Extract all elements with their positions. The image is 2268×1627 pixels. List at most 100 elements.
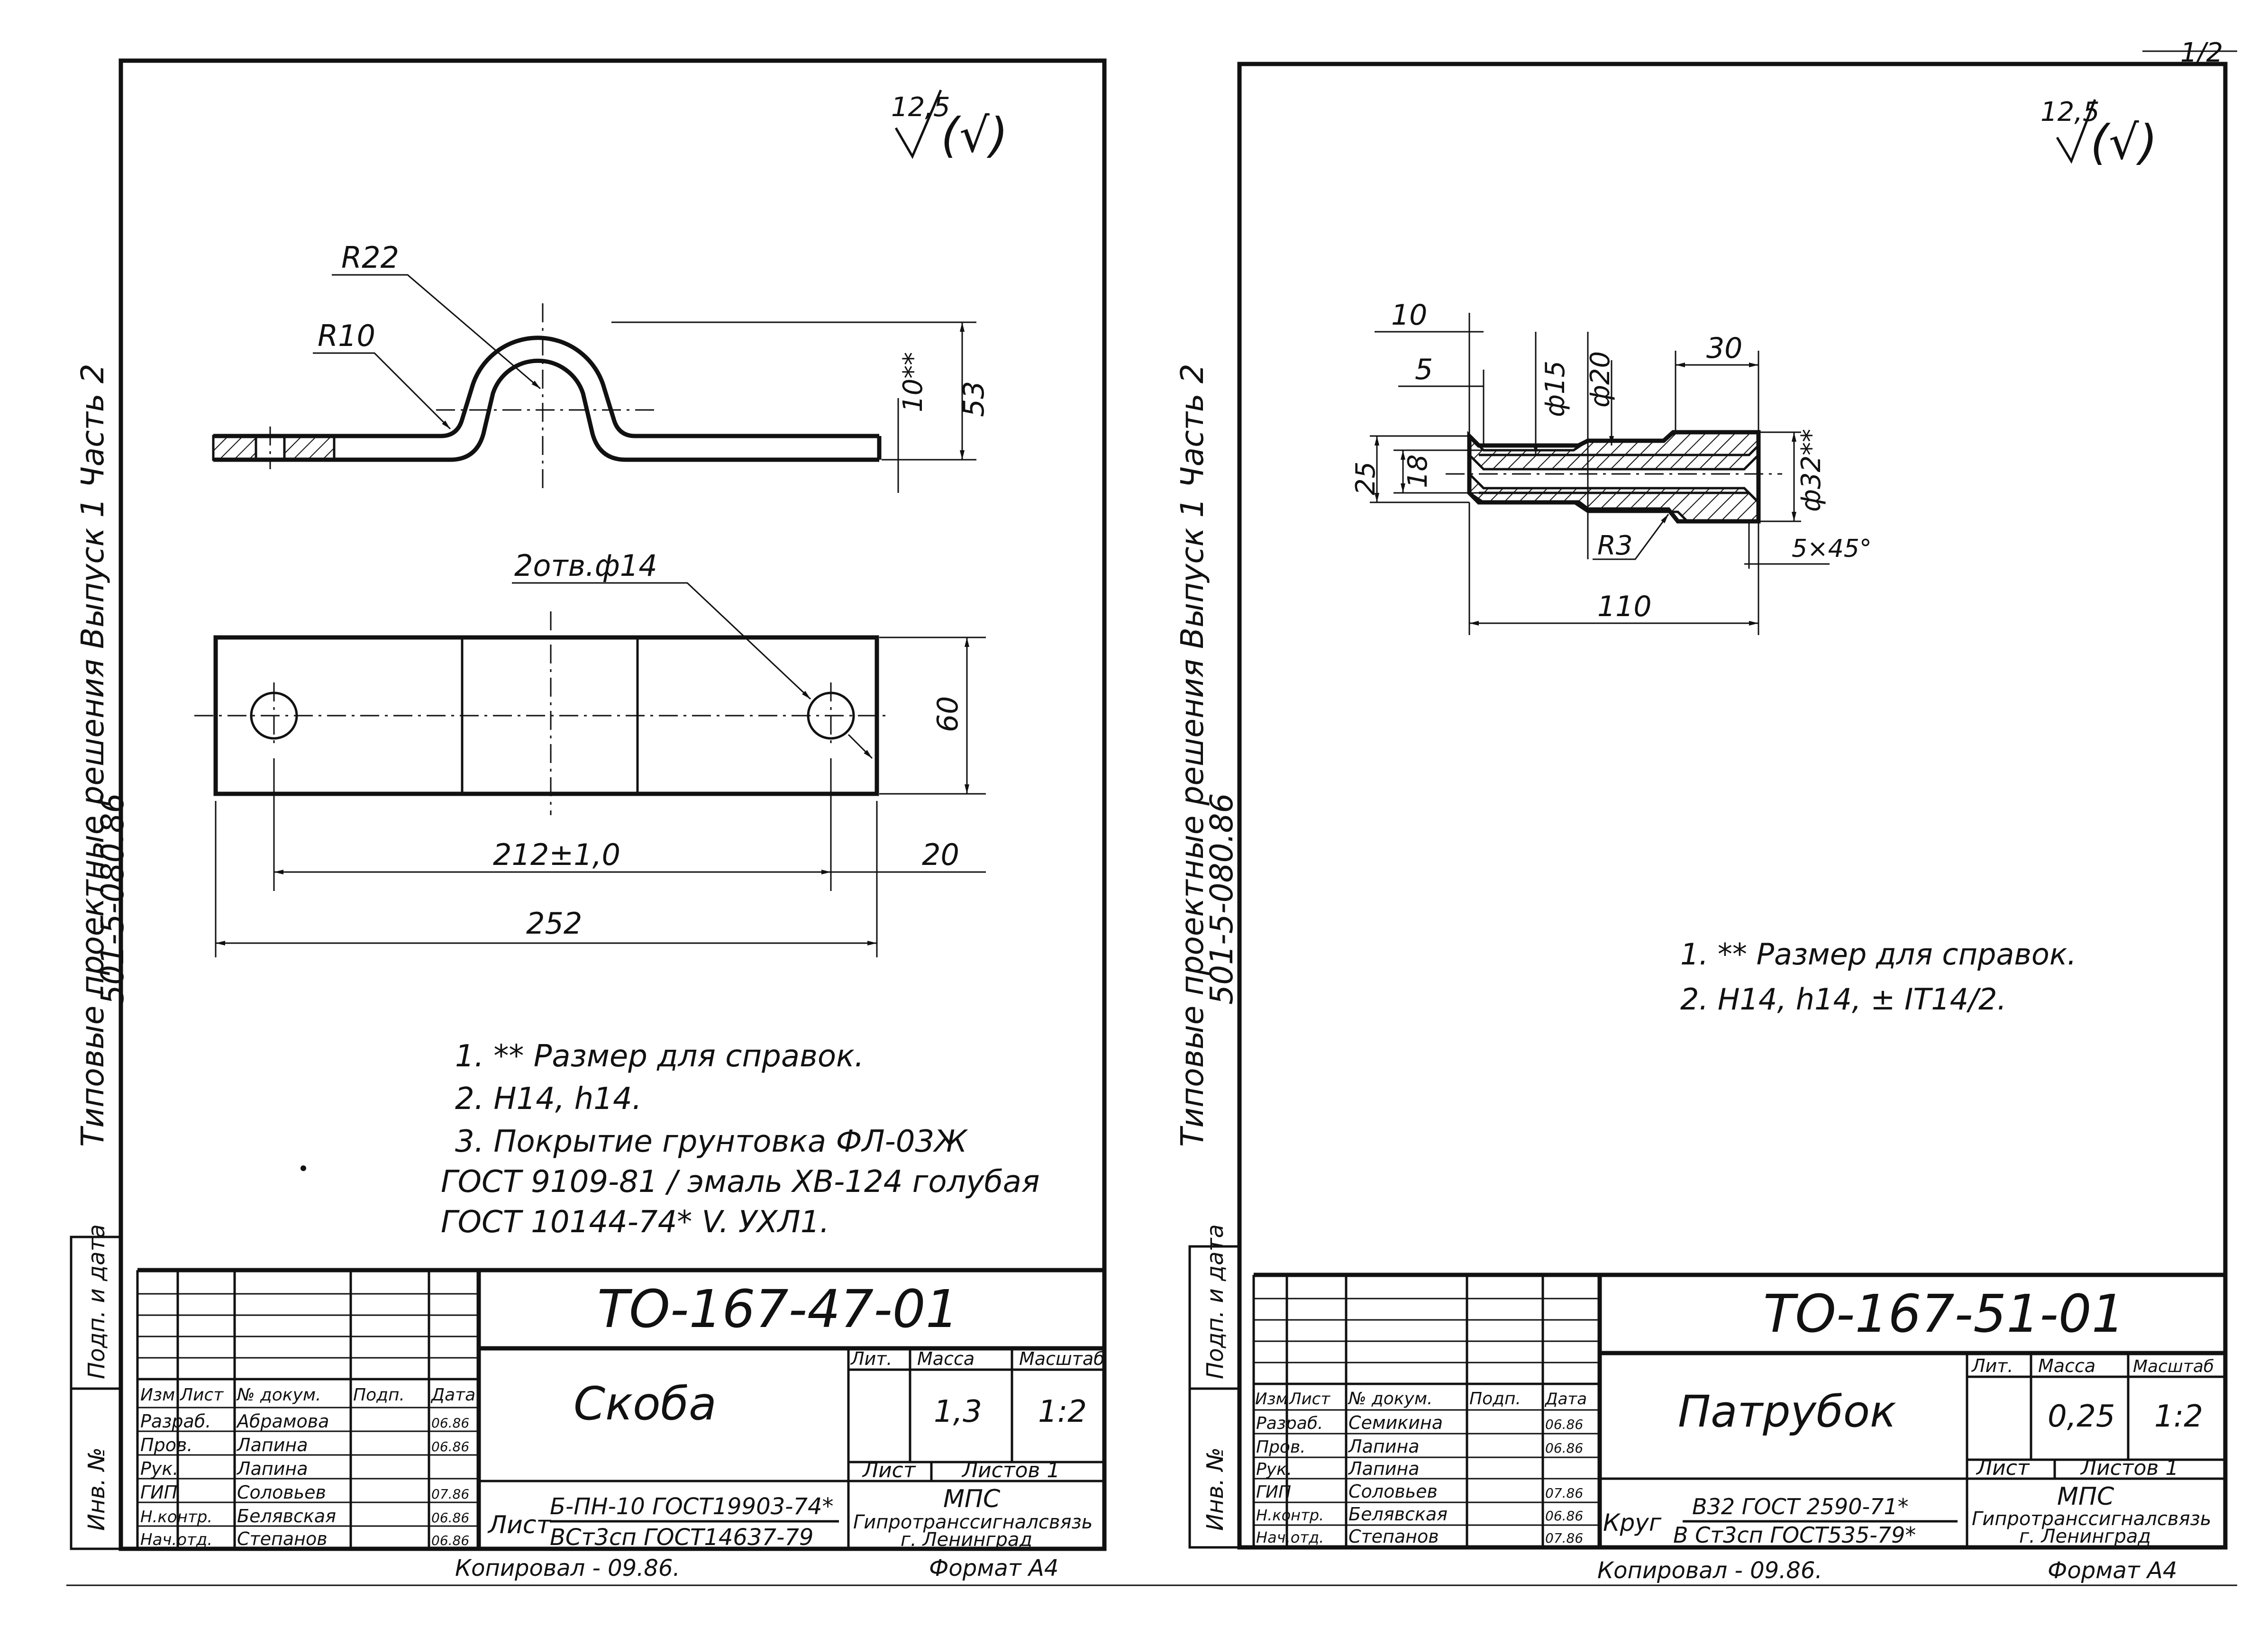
left-side-box [70, 1236, 122, 1550]
note-1: 1. ** Размер для справок. [1680, 937, 2077, 972]
svg-text:Соловьев: Соловьев [237, 1482, 326, 1503]
mass-value: 1,3 [934, 1394, 982, 1429]
material-line2: ВСт3сп ГОСТ14637-79 [550, 1524, 813, 1551]
svg-text:Белявская: Белявская [237, 1506, 336, 1527]
side-label-inv: Инв. № [1202, 1447, 1229, 1531]
svg-text:Белявская: Белявская [1348, 1504, 1448, 1525]
doc-code: ТО-167-51-01 [1763, 1283, 2125, 1344]
svg-text:Разраб.: Разраб. [140, 1411, 211, 1432]
svg-text:№ докум.: № докум. [236, 1385, 321, 1405]
svg-text:г. Ленинград: г. Ленинград [2019, 1526, 2151, 1547]
left-side-box [1188, 1245, 1241, 1549]
note-1: 1. ** Размер для справок. [455, 1039, 864, 1074]
dim-10: 10** [898, 352, 929, 412]
svg-text:Гипротранссигналсвязь: Гипротранссигналсвязь [853, 1511, 1093, 1533]
dim-d20: ф20 [1585, 351, 1616, 408]
dim-25: 25 [1350, 462, 1381, 495]
svg-text:Лапина: Лапина [1348, 1458, 1420, 1479]
sheet-right: Типовые проектные решения Выпуск 1 Часть… [1174, 62, 2228, 1584]
dim-10: 10 [1391, 299, 1427, 332]
dim-252: 252 [526, 906, 582, 941]
svg-text:Лапина: Лапина [236, 1458, 308, 1479]
title-block: Изм Лист № докум. Подп. Дата Разраб. Абр… [136, 1268, 1105, 1551]
svg-text:Масштаб: Масштаб [2133, 1357, 2214, 1376]
svg-text:Круг: Круг [1603, 1509, 1662, 1536]
dim-60: 60 [931, 696, 965, 732]
svg-text:Дата: Дата [430, 1385, 475, 1405]
svg-text:06.86: 06.86 [431, 1533, 469, 1548]
svg-text:Разраб.: Разраб. [1256, 1414, 1323, 1433]
side-stamp-line1: Типовые проектные решения Выпуск 1 Часть… [1174, 364, 1211, 1147]
svg-text:07.86: 07.86 [431, 1486, 469, 1502]
svg-text:Масса: Масса [917, 1348, 975, 1369]
svg-text:Листов 1: Листов 1 [2080, 1456, 2178, 1480]
svg-text:МПС: МПС [943, 1485, 1001, 1513]
pipe-section-view: 10 5 ф15 ф20 30 25 18 ф32** [1350, 299, 1872, 635]
svg-text:06.86: 06.86 [1545, 1508, 1583, 1524]
note-3c: ГОСТ 10144-74* V. УХЛ1. [441, 1205, 829, 1240]
svg-text:Гипротранссигналсвязь: Гипротранссигналсвязь [1972, 1508, 2211, 1530]
svg-text:Нач.отд.: Нач.отд. [1256, 1528, 1324, 1546]
dim-18: 18 [1403, 454, 1433, 488]
part-name: Скоба [574, 1377, 717, 1430]
note-3b: ГОСТ 9109-81 / эмаль ХВ-124 голубая [441, 1164, 1040, 1200]
svg-text:ГИП: ГИП [140, 1482, 177, 1503]
side-stamp-line2: 501-5-080.86 [94, 793, 131, 1005]
notes: 1. ** Размер для справок. 2. Н14, h14, ±… [1680, 937, 2077, 1017]
svg-text:Рук.: Рук. [1256, 1460, 1292, 1479]
svg-text:Лист: Лист [487, 1511, 551, 1539]
svg-text:Подп.: Подп. [353, 1385, 405, 1405]
svg-text:Нач.отд.: Нач.отд. [140, 1530, 212, 1549]
title-block: Изм Лист № докум. Подп. Дата Разраб. Сем… [1252, 1273, 2225, 1548]
svg-text:Дата: Дата [1544, 1390, 1587, 1409]
notes: 1. ** Размер для справок. 2. Н14, h14. 3… [441, 1039, 1040, 1240]
svg-text:06.86: 06.86 [431, 1415, 469, 1431]
bracket-plan-view: 2отв.ф14 60 212±1,0 20 252 [194, 548, 986, 957]
side-stamp-line1: Типовые проектные решения Выпуск 1 Часть… [74, 364, 111, 1147]
side-label-sign-date: Подп. и дата [1202, 1224, 1229, 1379]
dim-5: 5 [1415, 353, 1433, 386]
svg-text:06.86: 06.86 [1545, 1417, 1583, 1432]
note-2: 2. Н14, h14. [455, 1082, 642, 1117]
svg-text:(√): (√) [2090, 115, 2158, 170]
svg-text:Лист: Лист [1288, 1390, 1330, 1409]
svg-text:Пров.: Пров. [140, 1435, 192, 1455]
material-line1: Б-ПН-10 ГОСТ19903-74* [550, 1493, 834, 1520]
dim-53: 53 [957, 381, 991, 417]
format: Формат А4 [2048, 1557, 2177, 1584]
dim-holes: 2отв.ф14 [514, 548, 657, 583]
svg-text:Лист: Лист [1976, 1456, 2030, 1480]
svg-text:Соловьев: Соловьев [1348, 1481, 1438, 1502]
svg-text:06.86: 06.86 [431, 1510, 469, 1526]
svg-text:г. Ленинград: г. Ленинград [901, 1529, 1032, 1551]
roughness-symbol: 12,5 (√) [2040, 97, 2158, 170]
svg-text:Изм: Изм [140, 1385, 175, 1405]
side-label-sign-date: Подп. и дата [83, 1224, 110, 1379]
svg-text:07.86: 07.86 [1545, 1485, 1583, 1501]
dim-110: 110 [1597, 590, 1652, 623]
svg-text:Лапина: Лапина [1348, 1436, 1420, 1457]
svg-text:Лит.: Лит. [850, 1348, 893, 1369]
svg-text:Н.контр.: Н.контр. [140, 1508, 212, 1527]
svg-text:Подп.: Подп. [1469, 1389, 1521, 1409]
svg-text:06.86: 06.86 [1545, 1440, 1583, 1456]
roughness-symbol: 12,5 (√) [891, 90, 1008, 163]
svg-text:06.86: 06.86 [431, 1439, 469, 1454]
mass-value: 0,25 [2048, 1399, 2115, 1434]
svg-text:Изм: Изм [1255, 1390, 1288, 1409]
dim-20: 20 [922, 837, 959, 872]
svg-text:Масса: Масса [2038, 1355, 2095, 1376]
side-stamp-line2: 501-5-080.86 [1203, 793, 1240, 1005]
sheet-frame [1237, 62, 2228, 1550]
dim-chamfer: 5×45° [1792, 535, 1872, 563]
dim-d32: ф32** [1796, 429, 1827, 512]
svg-text:Лапина: Лапина [236, 1435, 308, 1455]
svg-text:Лит.: Лит. [1971, 1355, 2013, 1376]
scale-value: 1:2 [1038, 1394, 1087, 1429]
bracket-side-view: R22 R10 53 10** [212, 240, 991, 493]
material-line1: В32 ГОСТ 2590-71* [1692, 1494, 1909, 1519]
sheet-frame [118, 58, 1107, 1551]
svg-text:12,5: 12,5 [891, 92, 950, 123]
svg-text:Рук.: Рук. [140, 1458, 178, 1479]
